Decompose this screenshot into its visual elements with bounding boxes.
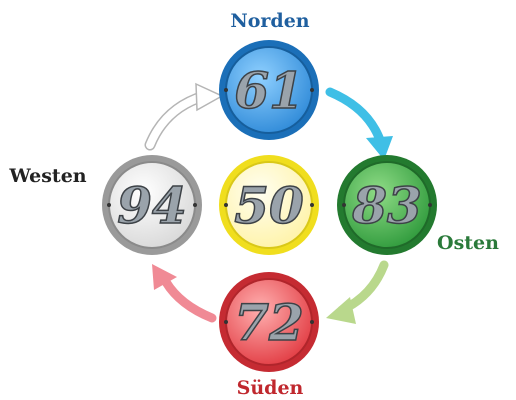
coin-north-value: 61 — [234, 61, 304, 120]
arrow-south-to-west — [152, 264, 217, 323]
arrow-west-to-north — [144, 82, 224, 151]
coin-center: 50 — [219, 155, 319, 255]
arrow-west-to-north-head — [195, 82, 224, 112]
arrow-north-to-east — [325, 87, 393, 160]
coin-center-value: 50 — [234, 176, 304, 235]
arrow-east-to-south-head — [326, 297, 356, 324]
arrow-north-to-east-shaft — [325, 87, 385, 145]
label-east: Osten — [437, 232, 499, 254]
label-south: Süden — [237, 377, 304, 399]
coin-north: 61 — [219, 40, 319, 140]
arrow-north-to-east-head — [366, 136, 393, 160]
arrow-south-to-west-head — [152, 264, 177, 290]
coin-west-value: 94 — [117, 176, 187, 235]
label-north: Norden — [230, 10, 309, 32]
arrow-east-to-south — [326, 260, 389, 324]
label-west: Westen — [8, 165, 86, 187]
coin-south-value: 72 — [234, 293, 304, 352]
coin-south: 72 — [219, 272, 319, 372]
coin-west: 94 — [102, 155, 202, 255]
coin-east-value: 83 — [351, 176, 422, 235]
arrow-south-to-west-shaft — [161, 277, 217, 323]
coin-east: 83 — [337, 155, 437, 255]
